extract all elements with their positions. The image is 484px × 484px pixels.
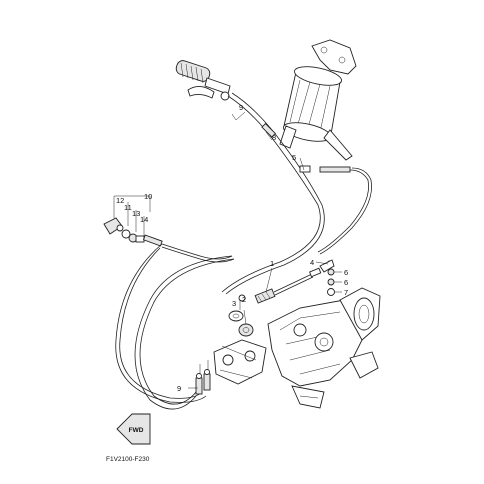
switch-cable (299, 165, 372, 255)
side-mount-parts (103, 217, 235, 263)
diagram-code: F1V2100-F230 (106, 456, 150, 463)
forward-arrow-icon: FWD (116, 413, 151, 445)
callout-6b: 6 (344, 278, 348, 287)
callout-11: 10 (144, 192, 152, 201)
throttle-grip-assembly (175, 60, 231, 101)
washer-set (228, 310, 254, 337)
steering-column (279, 39, 357, 161)
callout-12: 11 (124, 203, 132, 212)
nozzle-bracket (213, 339, 267, 385)
callout-13: 12 (116, 196, 124, 205)
long-cables (115, 243, 235, 410)
callout-7: 7 (344, 288, 348, 297)
callout-15: 14 (140, 215, 148, 224)
arrow-label: FWD (129, 427, 144, 434)
nuts-washers (327, 268, 335, 296)
callout-14: 13 (132, 209, 140, 218)
callout-5: 5 (292, 153, 296, 162)
callout-3: 3 (232, 299, 236, 308)
callout-labels: 9 8 5 10 12 11 13 14 1 4 6 6 7 2 3 9 (116, 103, 348, 393)
callout-8: 8 (272, 133, 276, 142)
callout-9: 9 (239, 103, 243, 112)
callout-1: 1 (270, 259, 274, 268)
callout-4: 4 (310, 258, 314, 267)
callout-10: 9 (177, 384, 181, 393)
steering-cable-1 (238, 259, 335, 304)
callout-2: 2 (242, 295, 246, 304)
jet-pump-housing (267, 287, 381, 409)
callout-6a: 6 (344, 268, 348, 277)
leader-lines (113, 111, 342, 389)
